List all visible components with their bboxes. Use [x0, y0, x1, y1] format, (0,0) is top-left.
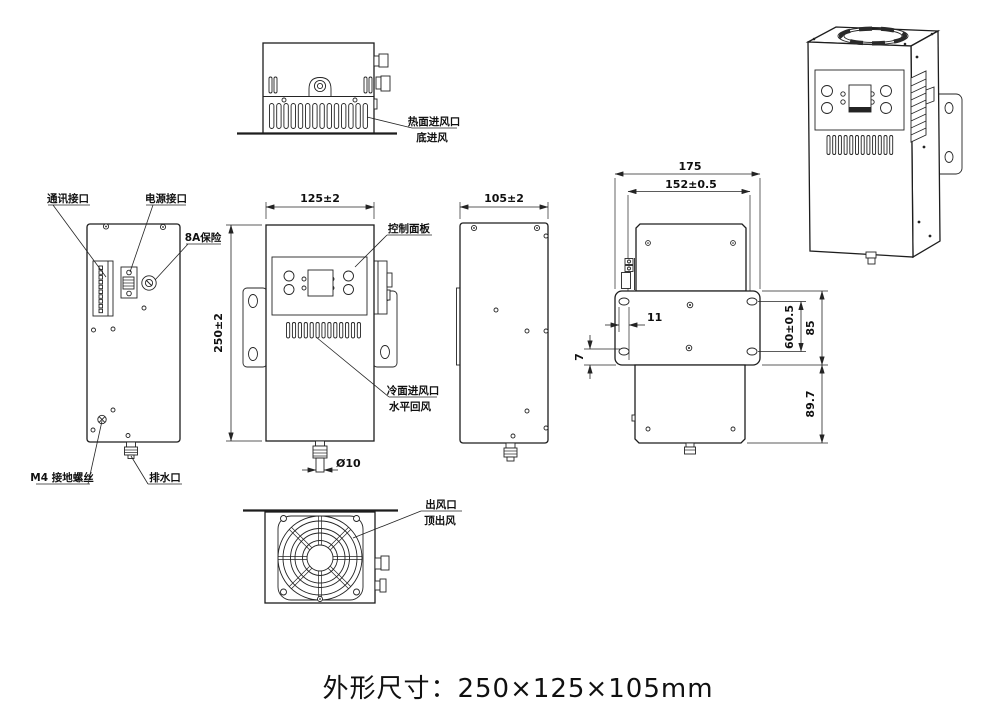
iso-connector-tab	[925, 86, 935, 105]
fan-grille	[277, 515, 364, 601]
dim-hole-spacing: 60±0.5	[758, 301, 806, 352]
svg-text:Ø10: Ø10	[336, 457, 361, 470]
dim-body-depth: 89.7	[747, 364, 828, 444]
leader-hot-inlet	[366, 116, 457, 129]
iso-control-panel	[814, 69, 905, 131]
dim-side-width: 105±2	[459, 192, 549, 219]
iso-front-louvers	[826, 135, 894, 155]
cold-inlet-louvers	[286, 322, 361, 339]
iso-top-fan	[837, 26, 909, 46]
svg-text:85: 85	[804, 320, 817, 335]
dim-front-width: 125±2	[265, 192, 375, 219]
view-top-face: 175 152±0.5	[573, 160, 828, 455]
fan-spokes	[278, 516, 362, 600]
hot-inlet-louvers	[269, 103, 368, 129]
iso-terminal-strip	[910, 70, 935, 143]
dim-drain-diameter: Ø10	[302, 457, 361, 473]
panel-button	[283, 270, 295, 282]
mounting-flange-plate	[614, 290, 761, 366]
top-edge-connector	[621, 258, 635, 290]
mounting-bracket-left	[242, 287, 268, 368]
view-front: 125±2 250±2	[212, 192, 440, 473]
edge-connectors	[373, 53, 391, 110]
side-vent-slots	[268, 76, 373, 94]
dim-flange-depth: 85	[762, 290, 828, 366]
svg-text:105±2: 105±2	[484, 192, 524, 205]
panel-button	[283, 284, 295, 295]
ground-screw-symbol	[97, 414, 107, 425]
label-cold-inlet-line2: 水平回风	[388, 400, 431, 413]
view-isometric	[805, 26, 963, 265]
panel-button	[343, 270, 354, 282]
view-right-side: 105±2	[456, 192, 549, 462]
label-fuse: 8A保险	[185, 231, 222, 244]
overall-dimensions-caption: 外形尺寸：250×125×105mm	[322, 674, 713, 704]
screw-holes	[90, 223, 167, 438]
flange-slot	[618, 297, 630, 306]
top-lower-body	[634, 364, 746, 444]
screw-holes	[470, 224, 549, 439]
dim-edge-offset-h: 11	[605, 307, 662, 360]
panel-led	[301, 276, 307, 282]
drain-tab	[308, 77, 332, 97]
drain-pipe-front	[312, 440, 328, 473]
svg-text:250±2: 250±2	[212, 313, 225, 353]
dim-front-height: 250±2	[212, 224, 262, 442]
screw-hole	[352, 97, 358, 103]
terminal-block	[92, 260, 114, 317]
svg-text:11: 11	[647, 311, 662, 324]
svg-text:60±0.5: 60±0.5	[783, 305, 796, 349]
label-comm-port: 通讯接口	[47, 192, 89, 205]
flange-slot	[618, 347, 630, 356]
flange-slot	[746, 297, 758, 306]
iso-right-face	[910, 29, 941, 259]
label-air-outlet-line1: 出风口	[425, 498, 457, 511]
panel-led	[301, 285, 307, 291]
view-left-side: 通讯接口 电源接口 8A保险 M4 接地螺丝 排水口	[30, 192, 222, 485]
control-panel	[271, 256, 368, 316]
label-hot-inlet-line2: 底进风	[416, 131, 448, 144]
label-hot-inlet-line1: 热面进风口	[408, 115, 461, 128]
panel-button	[343, 284, 354, 295]
display-window	[307, 269, 334, 297]
right-side-outline	[459, 222, 549, 444]
power-connector	[120, 266, 138, 299]
svg-text:152±0.5: 152±0.5	[665, 178, 717, 191]
label-control-panel: 控制面板	[388, 222, 430, 235]
svg-text:89.7: 89.7	[804, 390, 817, 417]
fuse-holder	[141, 275, 157, 291]
dim-overall-width: 175	[614, 160, 761, 289]
screw-hole	[281, 97, 287, 103]
label-air-outlet-line2: 顶出风	[424, 514, 456, 527]
edge-connectors	[374, 555, 390, 593]
svg-text:125±2: 125±2	[300, 192, 340, 205]
drain-pipe-top	[684, 442, 696, 455]
iso-drain	[865, 251, 877, 265]
svg-text:7: 7	[573, 353, 586, 361]
top-upper-body	[635, 223, 747, 292]
label-cold-inlet-line1: 冷面进风口	[387, 384, 440, 397]
drain-pipe-side	[503, 442, 518, 462]
svg-text:175: 175	[679, 160, 702, 173]
label-power-port: 电源接口	[145, 192, 187, 205]
view-fan-face: 出风口 顶出风	[243, 498, 462, 604]
dim-edge-offset-v: 7	[573, 335, 620, 379]
view-bottom-face: 热面进风口 底进风	[237, 42, 461, 144]
flange-slot	[746, 347, 758, 356]
left-side-outline	[86, 223, 181, 443]
label-ground-screw: M4 接地螺丝	[30, 471, 94, 484]
label-drain: 排水口	[149, 471, 181, 484]
